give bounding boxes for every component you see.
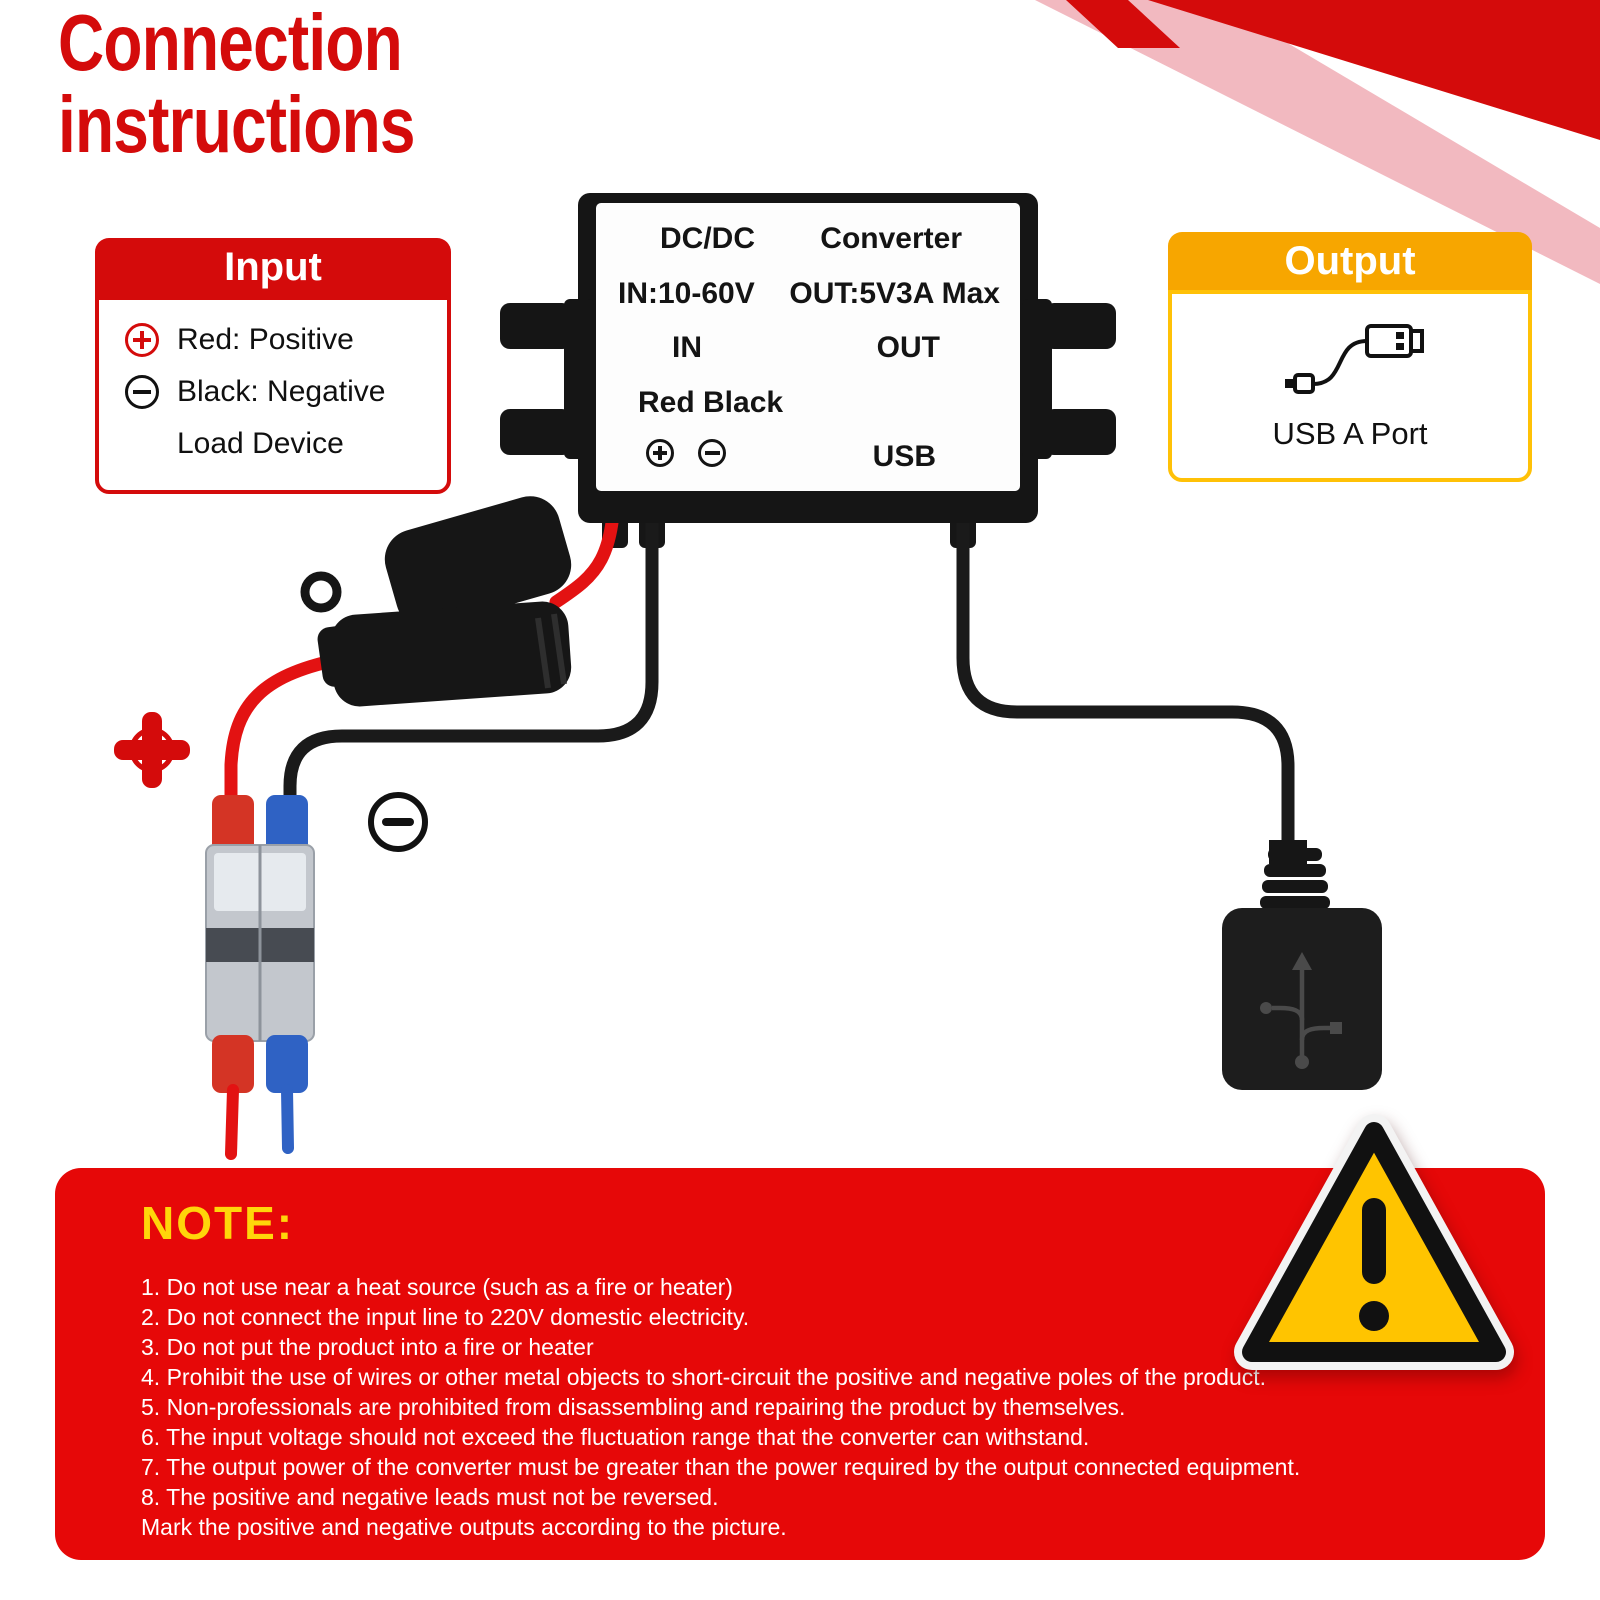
title-line-1: Connection: [58, 0, 403, 87]
legend-label: Red: Positive: [177, 323, 354, 356]
mounting-prong: [1044, 303, 1116, 349]
note-heading: NOTE:: [141, 1197, 295, 1249]
input-voltage-label: IN:10-60V: [618, 276, 755, 310]
mounting-tab-right: [1022, 299, 1116, 459]
legend-label: Load Device: [177, 427, 344, 460]
note-item: Mark the positive and negative outputs a…: [141, 1514, 787, 1540]
usb-a-connector: [1222, 840, 1382, 1090]
wire-color-label: Red Black: [638, 385, 784, 419]
note-item: 6. The input voltage should not exceed t…: [141, 1424, 1090, 1450]
red-band: [1148, 0, 1600, 140]
note-item: 1. Do not use near a heat source (such a…: [141, 1274, 733, 1300]
top-right-decoration: [1035, 0, 1600, 284]
note-item: 7. The output power of the converter mus…: [141, 1454, 1301, 1480]
mounting-tab-left: [500, 299, 594, 459]
usb-logo-icon: [1260, 952, 1342, 1069]
wire-connector: [205, 795, 315, 1160]
red-slash: [1066, 0, 1180, 48]
output-panel-header: Output: [1168, 232, 1532, 290]
terminal-symbols: [646, 439, 742, 475]
minus-terminal-icon: [698, 439, 727, 467]
plus-circle-icon: [125, 323, 159, 357]
mounting-prong: [500, 303, 572, 349]
minus-circle-icon: [125, 375, 159, 409]
out-port-label: OUT: [876, 331, 940, 364]
mounting-spine: [1022, 299, 1052, 459]
page-title: Connection instructions: [58, 2, 415, 165]
legend-row-load: Load Device: [125, 418, 447, 470]
converter-label-panel: DC/DC Converter IN:10-60V OUT:5V3A Max I…: [596, 203, 1020, 491]
mounting-prong: [1044, 409, 1116, 455]
mounting-spine: [564, 299, 594, 459]
mounting-prong: [500, 409, 572, 455]
legend-label: Black: Negative: [177, 375, 386, 408]
converter-name-label: Converter: [820, 222, 962, 255]
output-legend-box: USB A Port: [1168, 290, 1532, 482]
note-item: 3. Do not put the product into a fire or…: [141, 1334, 594, 1360]
usb-cable-icon: [1285, 324, 1424, 394]
legend-row-negative: Black: Negative: [125, 366, 447, 418]
minus-marker-icon: [368, 792, 428, 852]
usb-port-caption: USB A Port: [1272, 416, 1428, 451]
dc-converter-device: DC/DC Converter IN:10-60V OUT:5V3A Max I…: [500, 193, 1116, 523]
usb-port-label: USB: [872, 440, 936, 473]
plus-terminal-icon: [646, 439, 674, 467]
in-port-label: IN: [672, 331, 702, 364]
output-voltage-label: OUT:5V3A Max: [789, 276, 1000, 310]
converter-type-label: DC/DC: [660, 222, 755, 255]
output-black-wire: [956, 463, 1295, 859]
legend-row-positive: Red: Positive: [125, 314, 447, 366]
fuse-holder: [300, 496, 572, 707]
warning-triangle-icon: [1234, 1114, 1514, 1370]
plus-marker-icon: [114, 712, 190, 788]
input-legend-box: Red: Positive Black: Negative Load Devic…: [95, 296, 451, 494]
input-panel-header: Input: [95, 238, 451, 296]
input-black-wire: [283, 463, 659, 819]
note-item: 8. The positive and negative leads must …: [141, 1484, 719, 1510]
note-list: 1. Do not use near a heat source (such a…: [141, 1272, 1505, 1542]
note-item: 2. Do not connect the input line to 220V…: [141, 1304, 750, 1330]
pink-band: [1035, 0, 1600, 284]
note-item: 5. Non-professionals are prohibited from…: [141, 1394, 1126, 1420]
note-item: 4. Prohibit the use of wires or other me…: [141, 1364, 1267, 1390]
title-line-2: instructions: [58, 79, 415, 169]
